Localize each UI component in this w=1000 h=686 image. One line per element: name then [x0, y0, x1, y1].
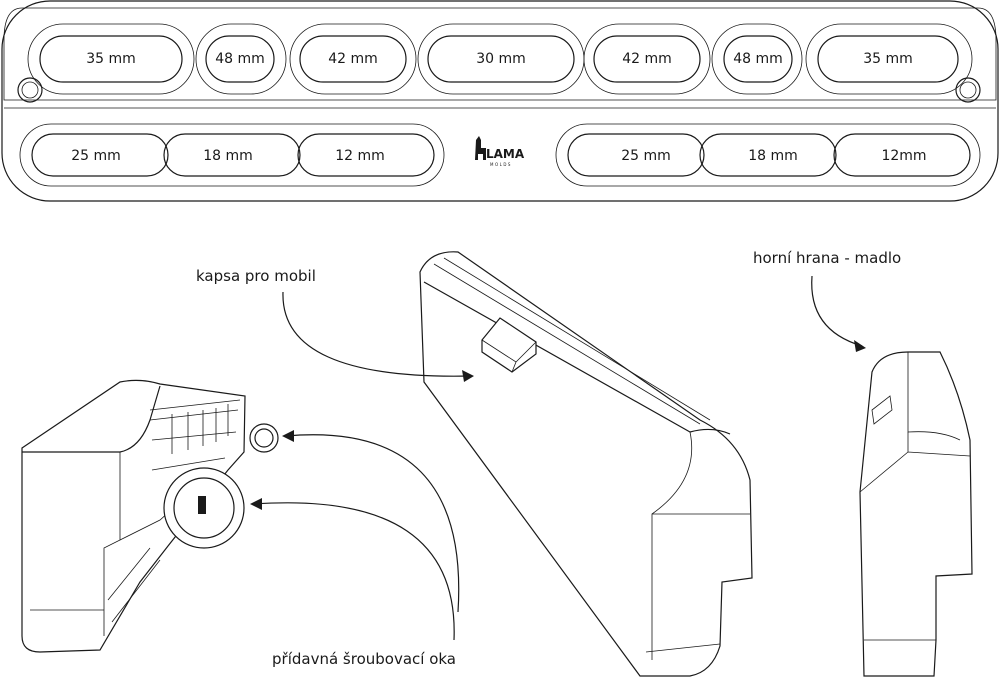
slot-inner	[39, 35, 183, 83]
screw-eye-small	[249, 423, 279, 453]
body-top-edge	[423, 281, 731, 435]
slot-outer	[289, 23, 417, 95]
slot-inner	[593, 35, 701, 83]
holder-perspective-left	[21, 379, 279, 653]
slot-inner	[427, 35, 575, 83]
slot-group-outer	[555, 123, 981, 187]
slot-label: 48 mm	[733, 51, 783, 67]
slot-inner	[833, 133, 971, 177]
bottom-left-slots: 25 mm 18 mm 12 mm	[19, 123, 445, 187]
slot-inner	[205, 35, 275, 83]
callout-label: přídavná šroubovací oka	[272, 650, 456, 668]
slot-group-outer	[19, 123, 445, 187]
mounting-hole-right	[955, 77, 981, 103]
body-top-face	[907, 352, 961, 441]
slot-label: 25 mm	[71, 148, 121, 164]
holder-perspective-center	[419, 251, 753, 677]
mounting-hole-right-inner	[959, 81, 977, 99]
slot-inner	[31, 133, 169, 177]
slot-inner	[567, 133, 705, 177]
logo-main: LAMA	[486, 147, 525, 161]
callout-arrow-lower	[253, 502, 455, 641]
body-outline	[419, 251, 753, 677]
lama-logo: LAMA MOLDS	[475, 136, 525, 167]
top-row-slots: 35 mm 48 mm 42 mm 30 mm 42 mm 48 mm 35 m…	[27, 23, 973, 95]
holder-top-view: 35 mm 48 mm 42 mm 30 mm 42 mm 48 mm 35 m…	[1, 0, 999, 202]
bottom-right-slots: 25 mm 18 mm 12mm	[555, 123, 981, 187]
slot-inner	[699, 133, 837, 177]
callout-arrow	[811, 275, 863, 347]
slot-label: 42 mm	[622, 51, 672, 67]
holder-inner-frame	[3, 7, 997, 101]
callout-label: horní hrana - madlo	[753, 249, 901, 267]
slot-outer	[583, 23, 711, 95]
screw-eye-thread	[198, 496, 206, 514]
arrow-head	[282, 430, 294, 442]
logo-sub: MOLDS	[490, 162, 512, 167]
slot-label: 30 mm	[476, 51, 526, 67]
body-front-edge	[22, 385, 161, 453]
callout-label: kapsa pro mobil	[196, 267, 316, 285]
callout-phone-pocket: kapsa pro mobil	[196, 267, 474, 382]
slot-label: 18 mm	[748, 148, 798, 164]
slot-label: 35 mm	[863, 51, 913, 67]
phone-pocket	[481, 317, 537, 373]
slot-outer	[195, 23, 287, 95]
mounting-hole-left-inner	[21, 81, 39, 99]
callout-arrow	[282, 291, 471, 377]
slot-outer	[711, 23, 803, 95]
mounting-hole-left	[17, 77, 43, 103]
slot-label: 12mm	[881, 148, 926, 164]
body-bottom-line	[645, 643, 721, 653]
slot-label: 35 mm	[86, 51, 136, 67]
slot-label: 18 mm	[203, 148, 253, 164]
llama-icon	[475, 136, 486, 160]
body-front-face	[651, 431, 750, 660]
callout-screw-eyes: přídavná šroubovací oka	[250, 430, 460, 668]
slot-outer	[27, 23, 195, 95]
slot-inner	[817, 35, 959, 83]
slot-label: 12 mm	[335, 148, 385, 164]
body-outline	[859, 351, 973, 677]
arrow-head	[462, 370, 474, 382]
side-pocket	[871, 395, 893, 425]
body-front-face	[103, 452, 121, 636]
slot-inner	[723, 35, 793, 83]
slot-inner	[299, 35, 407, 83]
screw-eye-large-inner	[173, 477, 235, 539]
holder-outline	[1, 0, 999, 202]
body-top-ridge	[433, 257, 711, 425]
screw-eye-small-inner	[254, 428, 274, 448]
slot-label: 42 mm	[328, 51, 378, 67]
slot-label: 48 mm	[215, 51, 265, 67]
slot-inner	[163, 133, 301, 177]
holder-side-view	[859, 351, 973, 677]
phone-pocket-inner	[481, 339, 537, 373]
body-side-face	[859, 432, 971, 493]
callout-arrow-upper	[285, 434, 460, 613]
arrow-head	[250, 498, 262, 510]
slot-outer	[805, 23, 973, 95]
slots-side	[149, 399, 241, 471]
slot-teeth	[171, 404, 229, 454]
slot-label: 25 mm	[621, 148, 671, 164]
slot-inner	[297, 133, 435, 177]
callout-top-edge: horní hrana - madlo	[753, 249, 901, 352]
arrow-head	[854, 340, 866, 352]
